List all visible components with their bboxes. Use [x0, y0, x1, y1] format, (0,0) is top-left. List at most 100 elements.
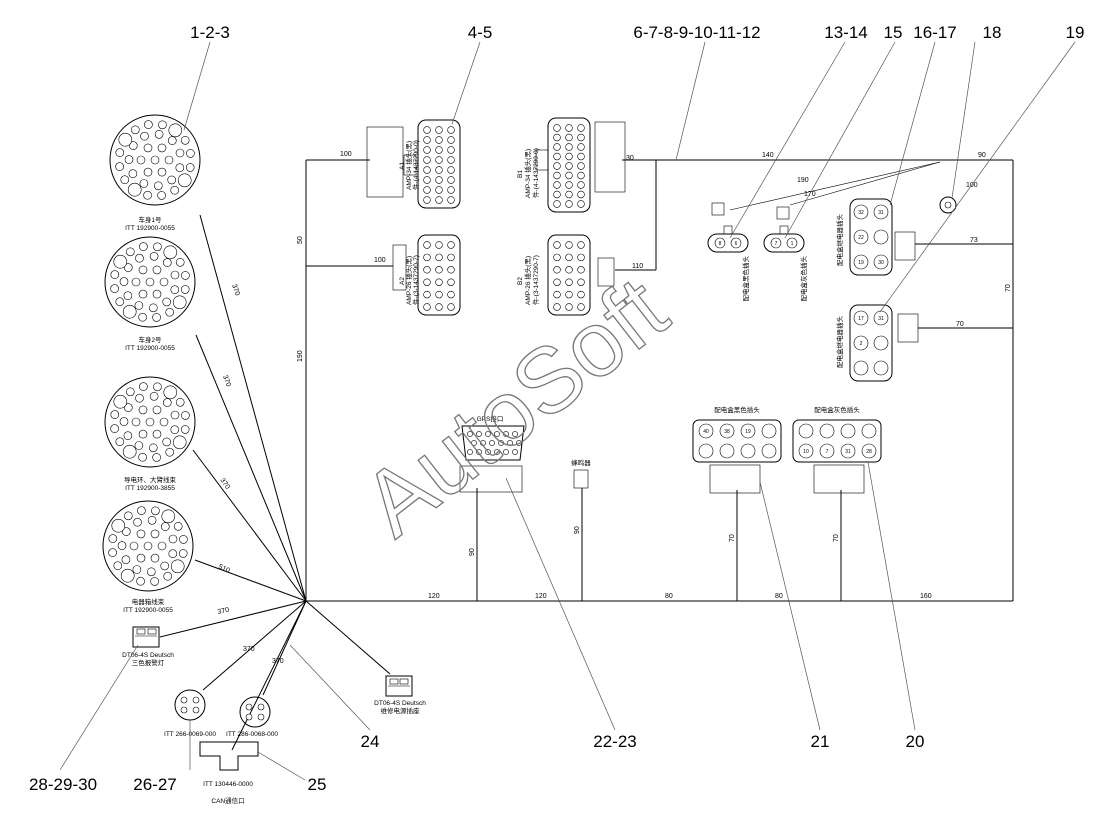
round-pin [108, 548, 117, 557]
round-connector-1 [109, 114, 201, 206]
pdb-grey-label: 配电盒灰色插头 [814, 405, 860, 414]
round-pin [175, 397, 185, 407]
amp-pin [565, 190, 573, 199]
round-pin [149, 391, 159, 401]
dt06-connector-lamp [132, 626, 160, 648]
round-pin [138, 312, 147, 322]
relay-pin [853, 204, 869, 220]
amp-pin [423, 253, 431, 262]
amp-pin [447, 196, 455, 204]
round-pin [170, 270, 180, 280]
relay-pin [873, 360, 889, 376]
round-pin [111, 518, 126, 533]
amp-pin [435, 166, 443, 174]
callout-1-2-3: 1-2-3 [190, 23, 230, 42]
callout-28-30: 28-29-30 [29, 775, 97, 794]
amp-pin [435, 253, 443, 262]
round-pin [180, 136, 190, 145]
dt06-connector-service [385, 675, 413, 697]
itt-connector-26 [174, 689, 206, 721]
gps-pin [512, 449, 518, 455]
dt2-pn: DT06-4S Deutsch [374, 700, 426, 707]
round-connector-2 [104, 236, 196, 328]
round-pin [123, 291, 133, 301]
pdb-pin [798, 423, 814, 439]
round-pin [150, 553, 160, 563]
round-pin [136, 553, 146, 563]
amp-pin [565, 162, 573, 170]
amp-pin [423, 146, 431, 154]
relay-pin-label: 30 [878, 260, 884, 266]
amp-pin [577, 278, 585, 286]
dim-50: 50 [297, 236, 304, 244]
callout-20: 20 [906, 732, 925, 751]
dim-110: 110 [632, 263, 643, 270]
amp-pin [577, 133, 585, 142]
round4-name: 电器箱线束 [132, 597, 165, 606]
amp-pin [577, 290, 585, 299]
can-label: CAN通信口 [211, 796, 244, 805]
amp-pin [565, 266, 573, 274]
round-pin [170, 185, 179, 195]
round-pin [168, 136, 177, 145]
relay-pin [853, 229, 869, 245]
callout-18: 18 [983, 23, 1002, 42]
pdb-black-label: 配电盒黑色插头 [714, 405, 760, 414]
relay-pin [853, 335, 869, 351]
round-pin [119, 277, 129, 286]
gps-pin [476, 431, 482, 437]
round-pin [110, 410, 120, 419]
dim-80a: 80 [665, 593, 673, 600]
callout-24: 24 [361, 732, 380, 751]
amp-pin [553, 181, 561, 189]
amp-pin [565, 200, 573, 208]
round-pin [134, 441, 144, 450]
pdb2-pin-b: 1 [791, 241, 794, 247]
relay-pin-label: 19 [858, 260, 864, 266]
round-pin [170, 285, 180, 295]
round-pin [138, 265, 148, 275]
itt27-pn: ITT 286-0068-000 [226, 731, 278, 738]
round-connector-4 [102, 500, 194, 592]
gps-pin [467, 449, 473, 455]
gps-pin [507, 440, 513, 446]
round-pin [110, 270, 120, 279]
round-pin [140, 131, 149, 141]
dt2-name: 维修电源插座 [381, 706, 421, 715]
round-pin [163, 245, 178, 260]
gps-pin [516, 440, 522, 446]
relay-pin-label: 31 [878, 210, 884, 216]
pdb-pin [798, 443, 814, 459]
round-pin [165, 447, 174, 457]
gps-pin [512, 431, 518, 437]
amp-pin [565, 133, 573, 142]
relay-plug-2 [849, 304, 919, 382]
amp-pin [435, 196, 443, 204]
round1-pn: ITT 192900-0055 [125, 225, 175, 232]
round-pin [152, 429, 162, 439]
round-pin [163, 258, 172, 267]
round-pin [168, 549, 178, 559]
amp-pin [435, 126, 443, 134]
round-pin [133, 517, 142, 527]
round-pin [150, 577, 159, 586]
pdb-pin-label: 40 [703, 429, 709, 435]
round-pin [152, 265, 162, 275]
round-pin [145, 277, 155, 287]
connector-a2 [392, 234, 461, 316]
round-pin [153, 382, 162, 392]
amp-pin [435, 186, 443, 194]
round-pin [124, 263, 133, 272]
amp-pin [577, 143, 585, 151]
round-pin [180, 285, 190, 294]
amp-pin [553, 152, 561, 161]
dim-73: 73 [970, 237, 978, 244]
amp-pin [447, 176, 455, 184]
round-pin [161, 522, 170, 531]
callout-22-23: 22-23 [593, 732, 636, 751]
round-pin [185, 163, 195, 172]
round-pin [167, 175, 176, 185]
amp-pin [565, 241, 573, 249]
round-pin [124, 511, 133, 521]
amp-pin [565, 290, 573, 299]
